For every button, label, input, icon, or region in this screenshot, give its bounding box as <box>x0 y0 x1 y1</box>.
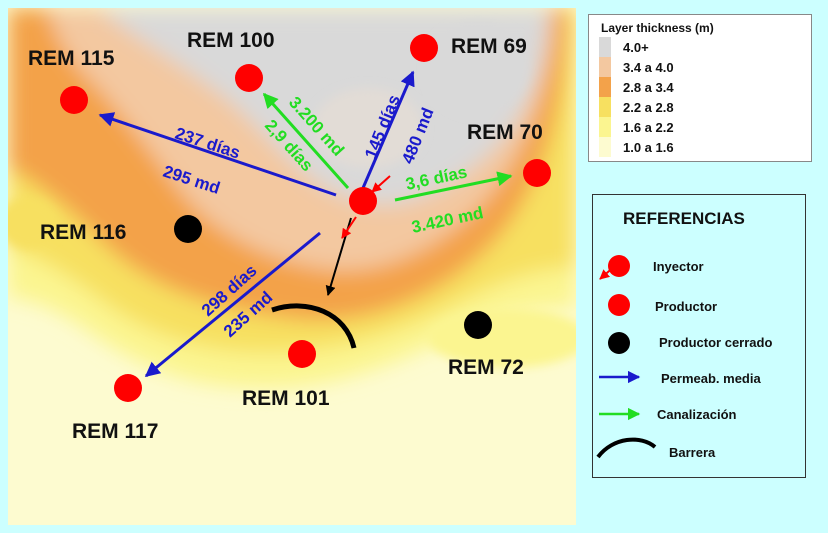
well-rem100[interactable] <box>235 64 263 92</box>
references-legend: REFERENCIAS Inyector Productor Productor… <box>592 194 806 478</box>
legend-channel-label: Canalización <box>657 407 737 422</box>
thickness-class-4: 1.6 a 2.2 <box>599 117 674 137</box>
injector-arrow-out <box>341 216 357 239</box>
thickness-map: REM 115 REM 100 REM 69 REM 70 REM 116 RE… <box>8 8 576 525</box>
legend-injector-symbol <box>608 255 630 277</box>
thickness-swatch-3 <box>599 97 611 117</box>
label-rem72: REM 72 <box>448 356 524 379</box>
well-rem101[interactable] <box>288 340 316 368</box>
well-rem117[interactable] <box>114 374 142 402</box>
well-rem69[interactable] <box>410 34 438 62</box>
thickness-class-label: 3.4 a 4.0 <box>623 59 674 75</box>
references-title: REFERENCIAS <box>623 209 745 228</box>
thickness-class-5: 1.0 a 1.6 <box>599 137 674 157</box>
arrow-to-rem70 <box>394 171 513 202</box>
thickness-class-2: 2.8 a 3.4 <box>599 77 674 97</box>
legend-injector-arrow <box>599 256 626 280</box>
label-rem69: REM 69 <box>451 35 527 58</box>
thickness-class-label: 2.8 a 3.4 <box>623 79 674 95</box>
arrow-to-rem115 <box>98 112 337 197</box>
thickness-class-label: 1.0 a 1.6 <box>623 139 674 155</box>
legend-closed-producer-symbol <box>608 332 630 354</box>
label-rem115: REM 115 <box>28 47 115 70</box>
thickness-swatch-4 <box>599 117 611 137</box>
arrow-to-rem69 <box>361 70 415 189</box>
arrow-to-rem100 <box>262 92 350 189</box>
legend-permeability-label: Permeab. media <box>661 371 761 386</box>
legend-injector-label: Inyector <box>653 259 704 274</box>
thickness-swatch-5 <box>599 137 611 157</box>
label-rem117: REM 117 <box>72 420 158 443</box>
well-rem70[interactable] <box>523 159 551 187</box>
legend-producer-symbol <box>608 294 630 316</box>
label-rem70: REM 70 <box>467 121 543 144</box>
injector-arrow-in <box>371 175 391 193</box>
thickness-swatch-0 <box>599 37 611 57</box>
thickness-legend: Layer thickness (m) 4.0+ 3.4 a 4.0 2.8 a… <box>588 14 812 162</box>
thickness-class-label: 1.6 a 2.2 <box>623 119 674 135</box>
thickness-class-label: 4.0+ <box>623 39 649 55</box>
thickness-swatch-1 <box>599 57 611 77</box>
references-symbols <box>596 255 657 459</box>
map-canvas: REM 115 REM 100 REM 69 REM 70 REM 116 RE… <box>8 8 576 525</box>
legend-barrier-symbol <box>596 437 657 459</box>
legend-closed-producer-label: Productor cerrado <box>659 335 773 350</box>
thickness-class-0: 4.0+ <box>599 37 649 57</box>
thickness-class-1: 3.4 a 4.0 <box>599 57 674 77</box>
well-rem116[interactable] <box>174 215 202 243</box>
thickness-swatch-2 <box>599 77 611 97</box>
label-rem100: REM 100 <box>187 29 275 52</box>
thickness-class-label: 2.2 a 2.8 <box>623 99 674 115</box>
label-rem101: REM 101 <box>242 387 330 410</box>
well-rem115[interactable] <box>60 86 88 114</box>
arrow-to-rem117 <box>144 231 321 378</box>
injector-well[interactable] <box>349 187 377 215</box>
barrier-arc <box>271 303 357 349</box>
thickness-class-3: 2.2 a 2.8 <box>599 97 674 117</box>
label-rem116: REM 116 <box>40 221 126 244</box>
legend-producer-label: Productor <box>655 299 718 314</box>
thickness-legend-title: Layer thickness (m) <box>601 21 714 35</box>
legend-barrier-label: Barrera <box>669 445 716 460</box>
well-rem72[interactable] <box>464 311 492 339</box>
